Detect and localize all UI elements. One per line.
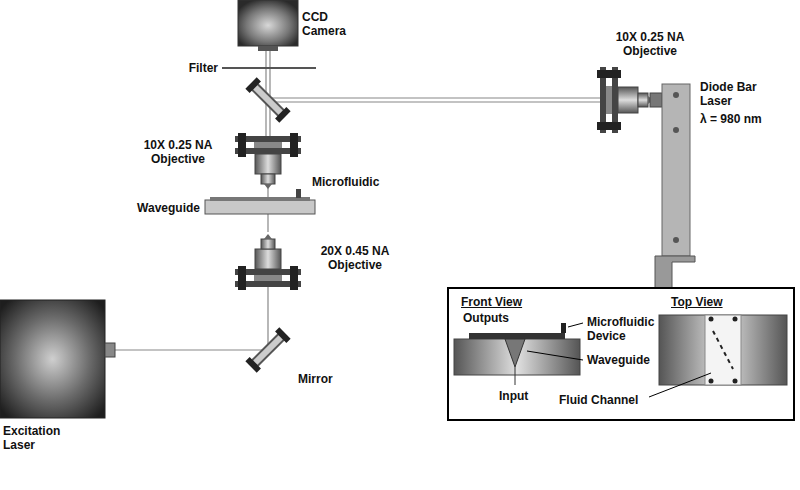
inset-label: Outputs: [463, 311, 533, 325]
component-label: Microfluidic: [312, 175, 402, 189]
component-label: λ = 980 nm: [700, 112, 796, 126]
inset-label: Top View: [671, 295, 741, 309]
component-label: Diode Bar Laser: [700, 80, 772, 108]
inset-label: Fluid Channel: [559, 393, 649, 407]
inset-label: Microfluidic Device: [587, 315, 667, 343]
component-label: CCD Camera: [302, 10, 362, 38]
component-label: Waveguide: [118, 201, 200, 215]
component-label: 10X 0.25 NA Objective: [598, 30, 702, 58]
component-label: 20X 0.45 NA Objective: [303, 244, 407, 272]
component-label: Excitation Laser: [3, 424, 83, 452]
inset-label: Waveguide: [587, 353, 663, 367]
component-label: Filter: [176, 61, 218, 75]
component-label: 10X 0.25 NA Objective: [126, 138, 230, 166]
component-label: Mirror: [298, 372, 358, 386]
inset-label: Front View: [461, 295, 541, 309]
inset-panel: Front ViewOutputs Microfluidic DeviceInpu…: [447, 287, 795, 421]
inset-label: Input: [499, 389, 539, 403]
